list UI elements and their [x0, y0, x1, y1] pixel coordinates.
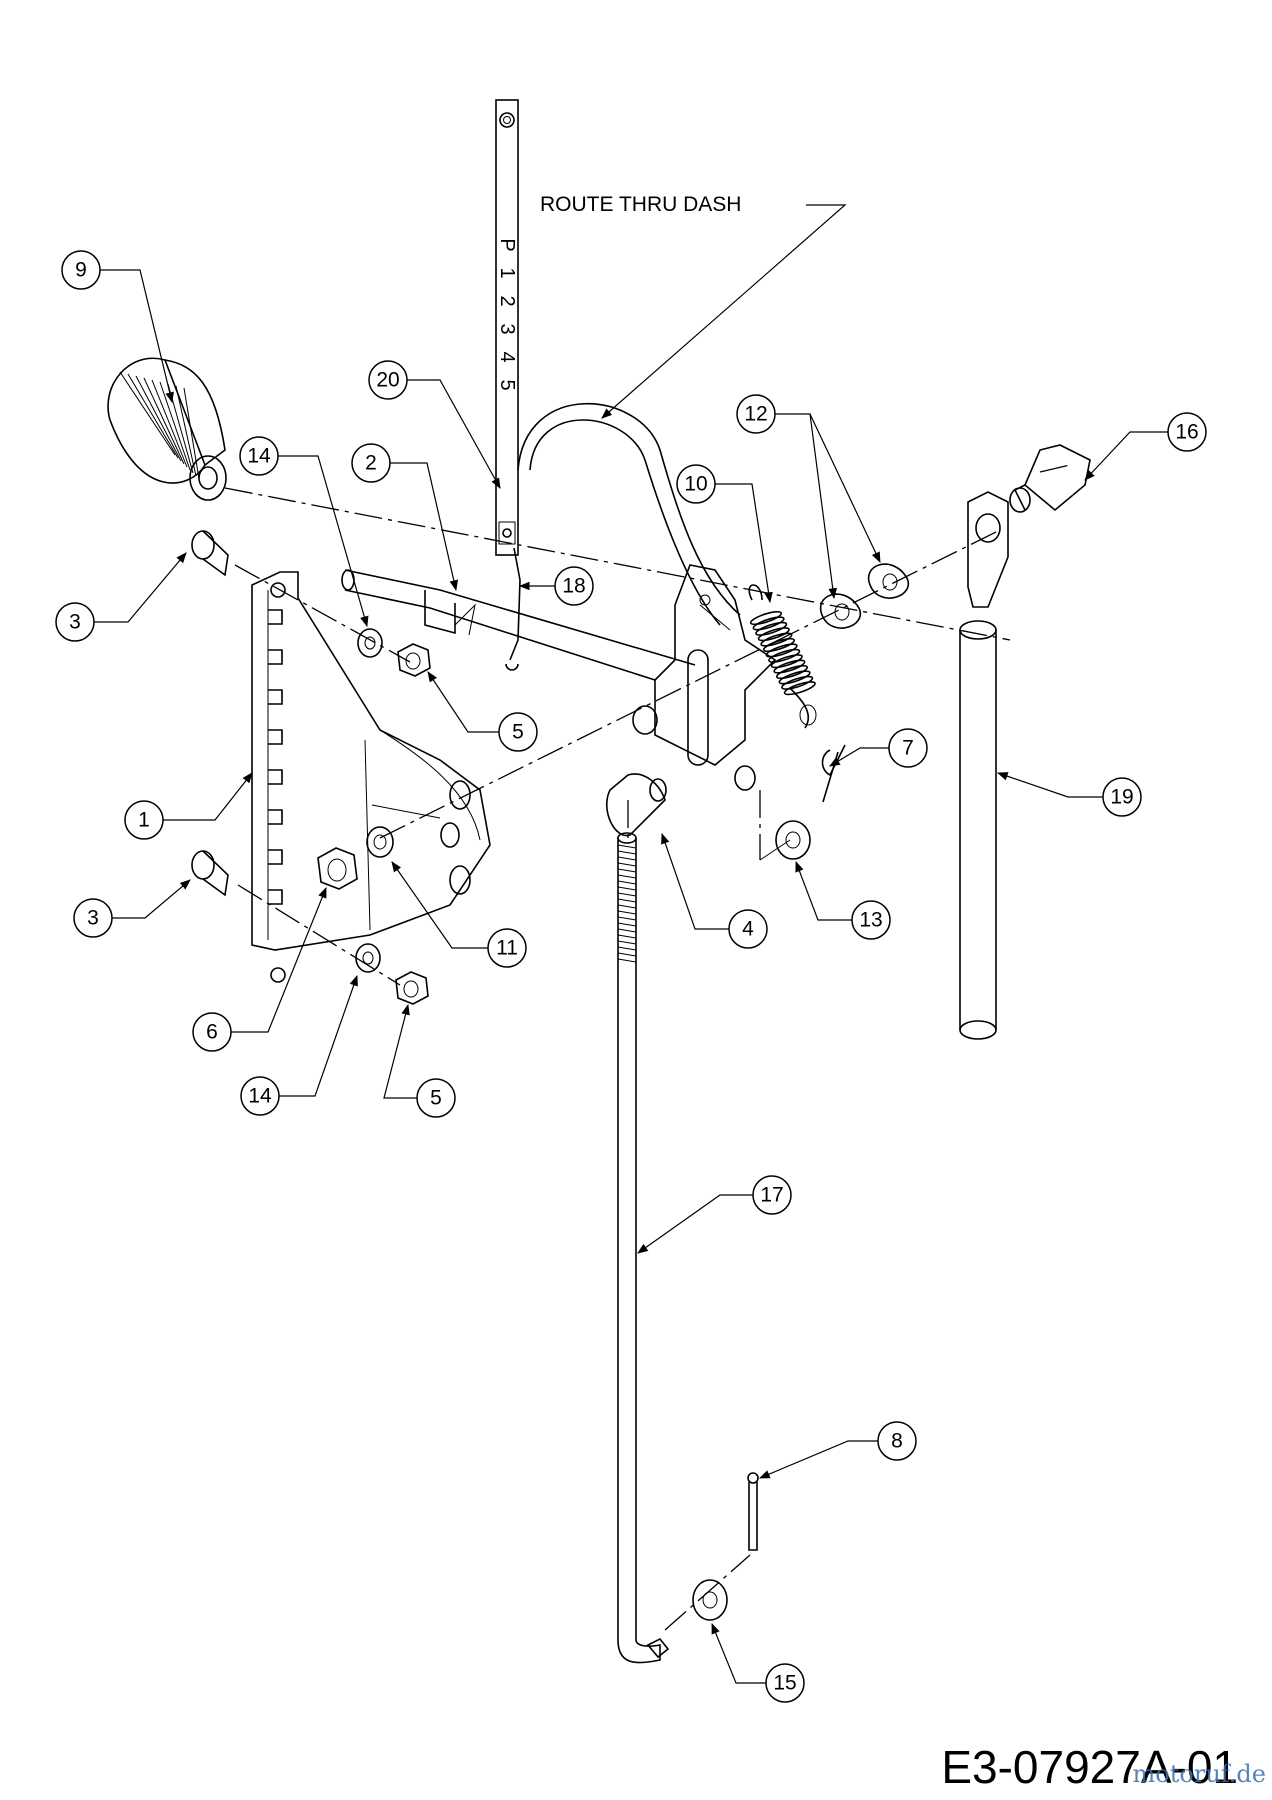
part-15-washer — [692, 1579, 728, 1621]
part-17-rod — [617, 832, 670, 1664]
svg-text:11: 11 — [496, 937, 518, 960]
callout-7: 7 — [829, 728, 928, 768]
part-8-cotter-pin — [747, 1472, 759, 1551]
shift-position-markings: P 1 2 3 4 5 — [496, 238, 518, 390]
svg-text:5: 5 — [430, 1087, 442, 1110]
callout-6: 6 — [192, 886, 327, 1052]
part-10-spring — [748, 584, 816, 729]
part-19-tube — [959, 491, 1009, 1040]
callout-14-lower: 14 — [240, 974, 358, 1116]
callout-3-upper: 3 — [55, 552, 187, 642]
part-6-nut — [317, 847, 358, 890]
part-11-lock-washer — [366, 826, 394, 858]
svg-text:18: 18 — [562, 575, 585, 598]
part-5-nut-lower — [395, 971, 429, 1005]
part-7-hairpin-clip — [821, 744, 846, 803]
svg-text:4: 4 — [742, 918, 754, 941]
note-leader — [601, 204, 847, 419]
part-13-washer — [775, 820, 811, 860]
callout-11: 11 — [391, 861, 527, 968]
callout-15: 15 — [711, 1622, 805, 1703]
callout-5-lower: 5 — [383, 1003, 456, 1118]
svg-text:12: 12 — [744, 403, 767, 426]
callout-19: 19 — [996, 772, 1142, 817]
part-14-lock-washer-upper — [357, 628, 383, 658]
watermark-logo: motoruf.de — [1132, 1760, 1266, 1788]
callout-group: 1 2 3 3 4 5 5 6 7 8 9 10 11 12 13 14 14 … — [55, 250, 1207, 1703]
route-thru-dash-note: ROUTE THRU DASH — [540, 193, 742, 216]
svg-text:7: 7 — [902, 737, 914, 760]
callout-10: 10 — [676, 464, 773, 604]
shift-position-2: 2 — [496, 295, 518, 306]
svg-text:3: 3 — [69, 611, 81, 634]
cable-route-loop — [517, 402, 741, 631]
part-1-bracket — [251, 571, 491, 983]
callout-1: 1 — [124, 772, 253, 840]
callout-9: 9 — [61, 250, 174, 404]
part-20-shift-indicator-plate: P 1 2 3 4 5 — [495, 99, 519, 556]
svg-text:14: 14 — [248, 1085, 272, 1108]
part-16-shoulder-bolt — [1009, 444, 1091, 513]
part-14-lock-washer-lower — [355, 943, 381, 973]
shift-position-P: P — [496, 238, 518, 251]
svg-text:16: 16 — [1175, 421, 1198, 444]
svg-text:3: 3 — [87, 907, 99, 930]
drawing-number: E3-07927A-01 — [941, 1741, 1238, 1793]
center-lines — [224, 464, 1071, 1631]
shift-position-5: 5 — [496, 379, 518, 390]
callout-2: 2 — [351, 443, 459, 592]
callout-5-upper: 5 — [427, 671, 538, 752]
svg-text:5: 5 — [512, 721, 524, 744]
svg-text:6: 6 — [206, 1021, 218, 1044]
svg-text:17: 17 — [760, 1184, 783, 1207]
svg-text:10: 10 — [684, 473, 707, 496]
svg-text:8: 8 — [891, 1430, 903, 1453]
svg-text:14: 14 — [247, 445, 271, 468]
part-5-nut-upper — [397, 643, 431, 677]
svg-text:13: 13 — [859, 909, 882, 932]
callout-18: 18 — [518, 566, 594, 606]
svg-text:19: 19 — [1110, 786, 1133, 809]
callout-14-upper: 14 — [239, 436, 369, 628]
part-3-bolt-upper — [191, 530, 229, 577]
callout-20: 20 — [368, 360, 501, 489]
svg-text:20: 20 — [376, 369, 399, 392]
callout-3-lower: 3 — [73, 879, 191, 938]
callout-4: 4 — [661, 832, 768, 949]
svg-text:1: 1 — [138, 809, 150, 832]
callout-8: 8 — [759, 1421, 917, 1479]
shift-position-3: 3 — [496, 323, 518, 334]
svg-text:9: 9 — [75, 259, 87, 282]
part-3-bolt-lower — [191, 850, 229, 897]
callout-13: 13 — [795, 860, 891, 940]
callout-16: 16 — [1084, 412, 1207, 481]
callout-17: 17 — [637, 1175, 792, 1254]
svg-text:15: 15 — [773, 1672, 796, 1695]
callout-12: 12 — [736, 394, 881, 600]
part-18-rod — [505, 547, 521, 671]
shift-position-1: 1 — [496, 267, 518, 278]
shift-position-4: 4 — [496, 351, 518, 362]
part-4-ferrule — [605, 773, 667, 837]
svg-text:2: 2 — [365, 452, 377, 475]
part-9-knob — [107, 357, 227, 501]
